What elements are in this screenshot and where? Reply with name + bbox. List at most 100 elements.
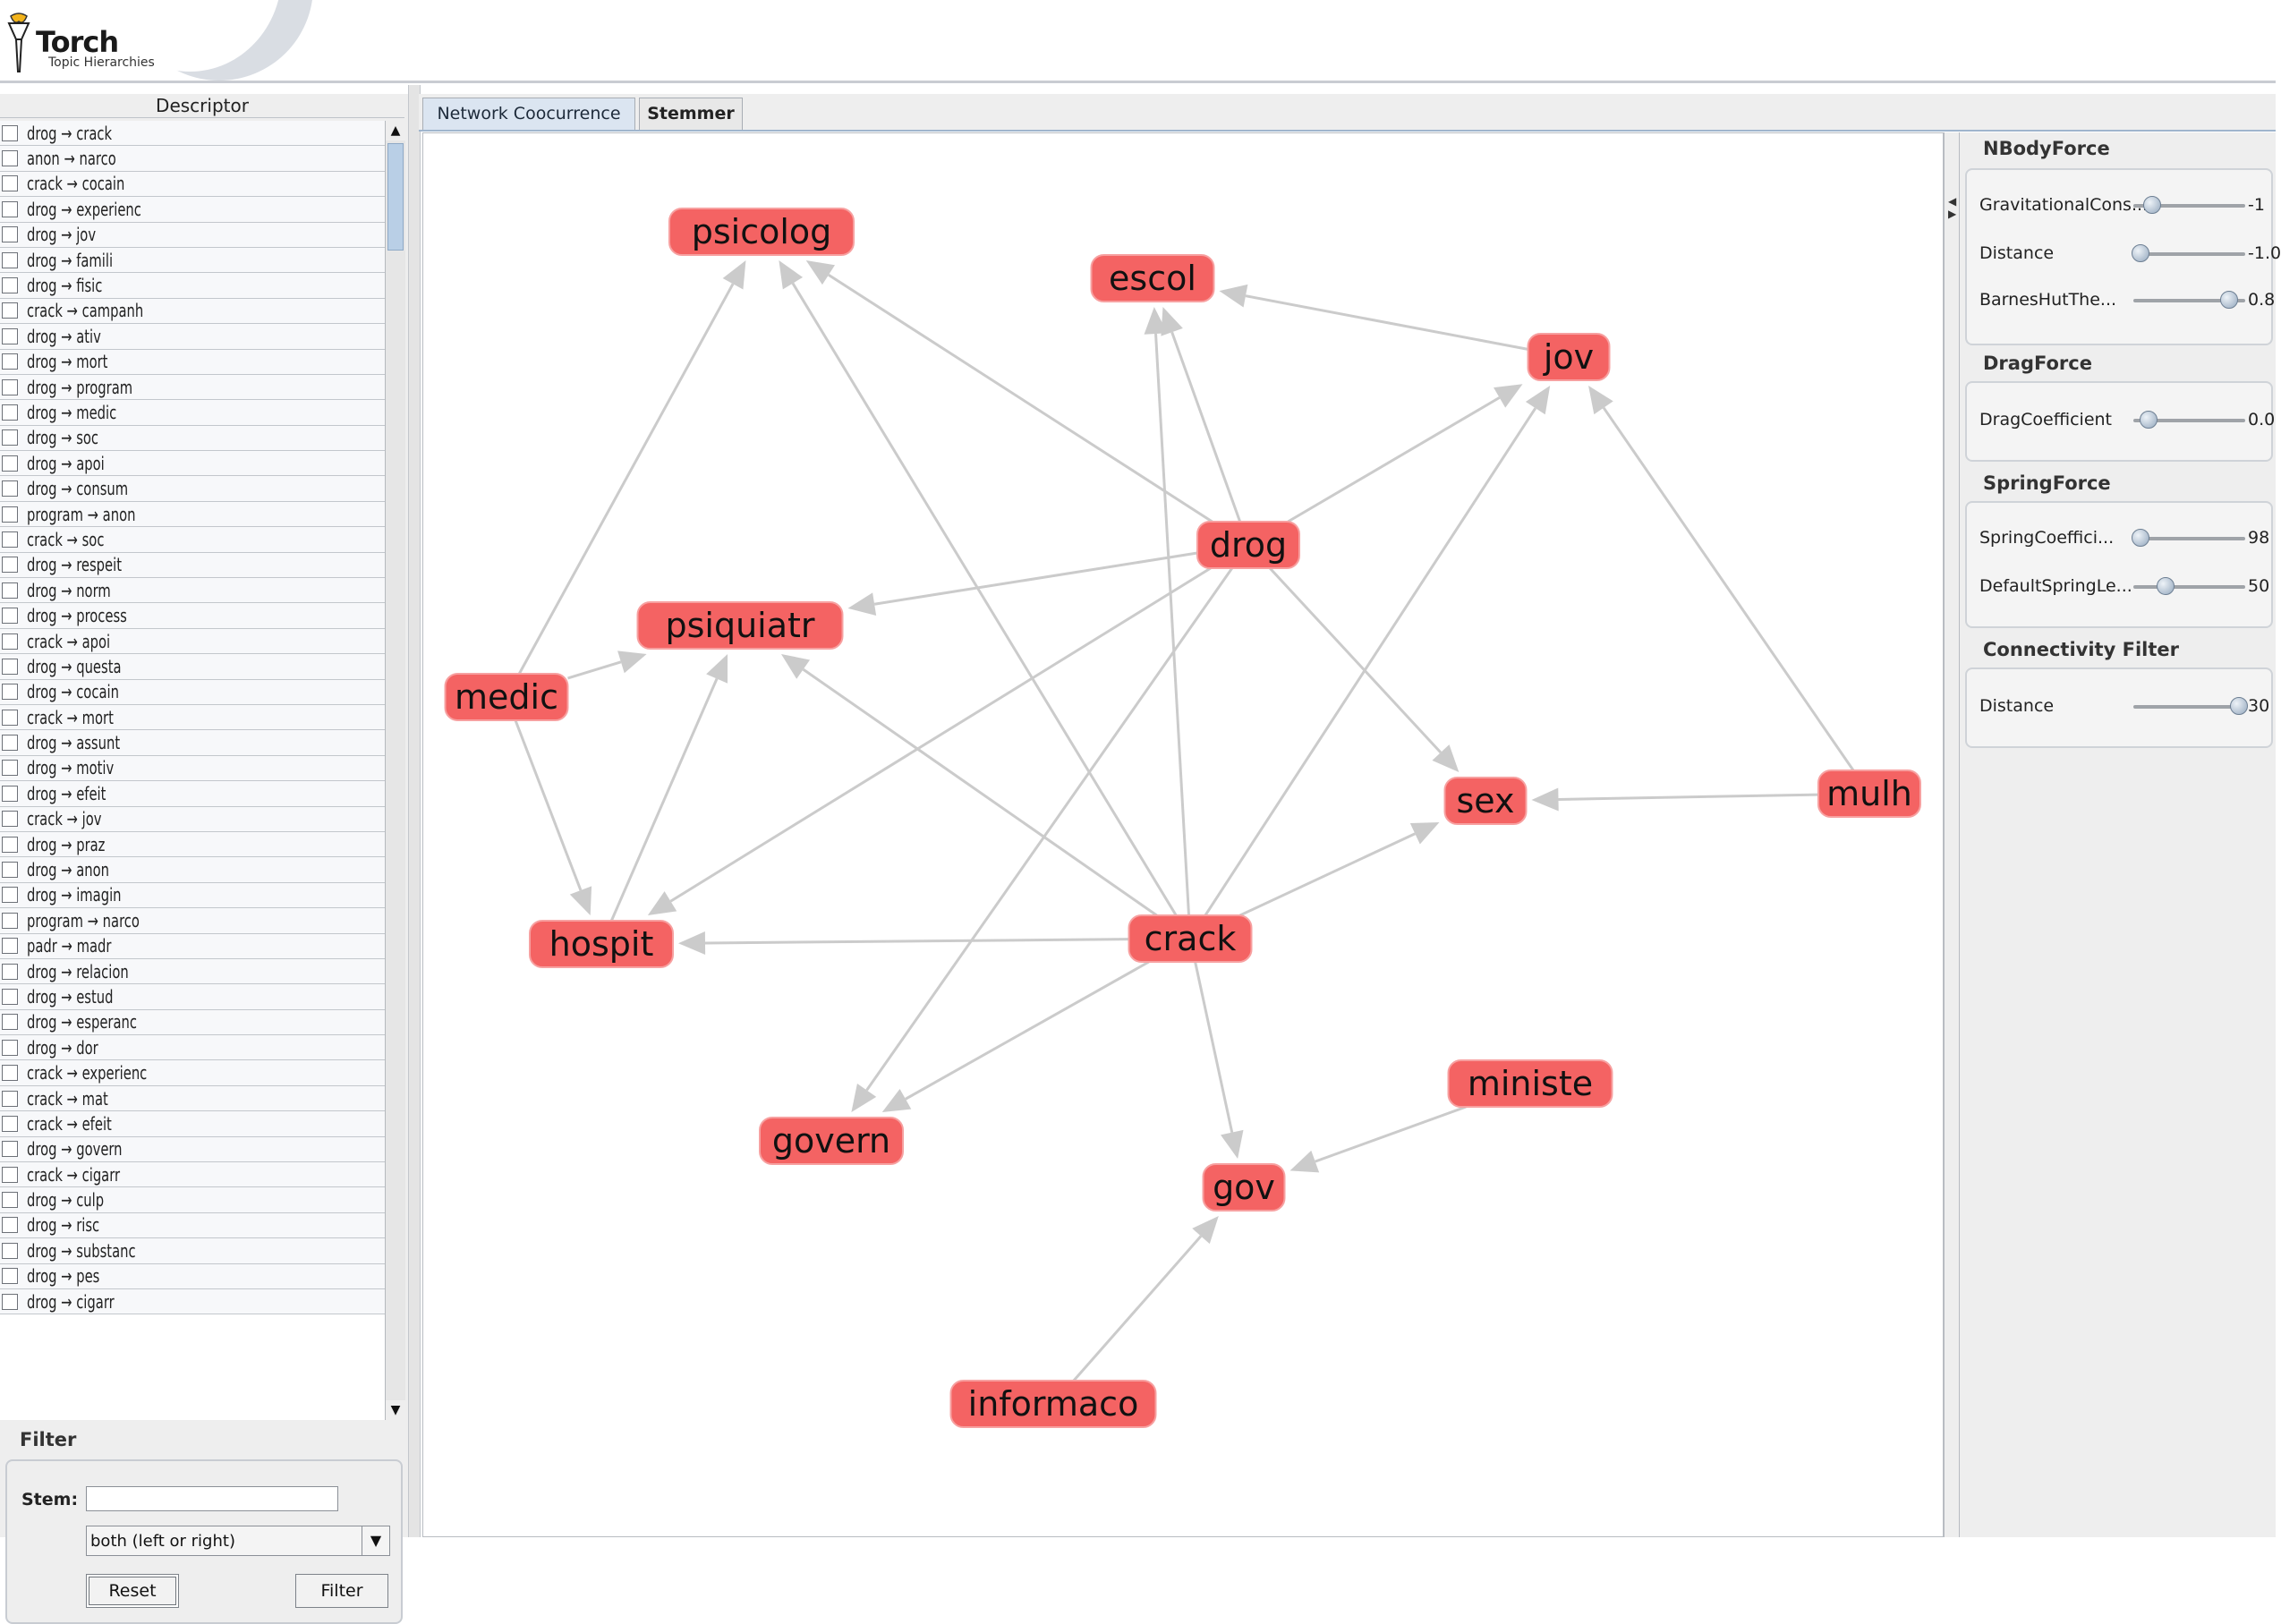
slider-knob[interactable] bbox=[2143, 196, 2162, 214]
reset-button[interactable]: Reset bbox=[86, 1574, 179, 1608]
row-checkbox[interactable] bbox=[2, 760, 18, 777]
row-checkbox[interactable] bbox=[2, 175, 18, 192]
graph-node-box[interactable] bbox=[668, 208, 855, 256]
row-checkbox[interactable] bbox=[2, 353, 18, 370]
scroll-thumb[interactable] bbox=[387, 143, 404, 251]
row-checkbox[interactable] bbox=[2, 1217, 18, 1234]
list-item[interactable]: crack → jov bbox=[0, 806, 385, 832]
list-item[interactable]: drog → imagin bbox=[0, 882, 385, 909]
row-checkbox[interactable] bbox=[2, 785, 18, 802]
list-item[interactable]: drog → jov bbox=[0, 222, 385, 248]
row-checkbox[interactable] bbox=[2, 557, 18, 574]
list-item[interactable]: drog → estud bbox=[0, 984, 385, 1010]
list-item[interactable]: crack → mort bbox=[0, 704, 385, 731]
row-checkbox[interactable] bbox=[2, 1141, 18, 1158]
slider-knob[interactable] bbox=[2139, 411, 2158, 429]
graph-node-crack[interactable]: crack bbox=[1128, 914, 1253, 963]
left-split-divider[interactable] bbox=[408, 85, 421, 1537]
list-item[interactable]: drog → norm bbox=[0, 578, 385, 604]
graph-node-box[interactable] bbox=[1817, 769, 1921, 818]
graph-node-box[interactable] bbox=[1447, 1059, 1613, 1108]
row-checkbox[interactable] bbox=[2, 429, 18, 446]
row-checkbox[interactable] bbox=[2, 404, 18, 421]
list-item[interactable]: crack → soc bbox=[0, 527, 385, 553]
graph-node-psicolog[interactable]: psicolog bbox=[668, 208, 855, 256]
list-item[interactable]: anon → narco bbox=[0, 146, 385, 172]
row-checkbox[interactable] bbox=[2, 1090, 18, 1107]
list-item[interactable]: drog → famili bbox=[0, 247, 385, 274]
list-item[interactable]: crack → apoi bbox=[0, 628, 385, 655]
list-item[interactable]: drog → respeit bbox=[0, 552, 385, 579]
side-select[interactable]: both (left or right) ▼ bbox=[86, 1526, 390, 1556]
slider-track[interactable] bbox=[2133, 705, 2245, 709]
row-checkbox[interactable] bbox=[2, 684, 18, 701]
graph-node-escol[interactable]: escol bbox=[1090, 254, 1215, 302]
slider-knob[interactable] bbox=[2220, 291, 2238, 309]
row-checkbox[interactable] bbox=[2, 378, 18, 395]
graph-node-psiquiatr[interactable]: psiquiatr bbox=[636, 601, 844, 650]
descriptor-column-header[interactable]: Descriptor bbox=[0, 94, 404, 118]
list-item[interactable]: drog → program bbox=[0, 374, 385, 401]
graph-node-box[interactable] bbox=[1202, 1163, 1286, 1212]
scroll-down-icon[interactable]: ▼ bbox=[386, 1400, 405, 1420]
row-checkbox[interactable] bbox=[2, 1268, 18, 1285]
graph-node-medic[interactable]: medic bbox=[444, 673, 569, 721]
list-item[interactable]: drog → motiv bbox=[0, 755, 385, 782]
list-item[interactable]: drog → dor bbox=[0, 1035, 385, 1061]
list-item[interactable]: drog → ativ bbox=[0, 324, 385, 350]
graph-node-box[interactable] bbox=[1128, 914, 1253, 963]
stem-input[interactable] bbox=[86, 1486, 338, 1511]
graph-node-box[interactable] bbox=[1527, 333, 1611, 381]
graph-node-mulh[interactable]: mulh bbox=[1817, 769, 1921, 818]
list-item[interactable]: drog → consum bbox=[0, 476, 385, 502]
graph-node-jov[interactable]: jov bbox=[1527, 333, 1611, 381]
list-item[interactable]: drog → assunt bbox=[0, 730, 385, 756]
row-checkbox[interactable] bbox=[2, 988, 18, 1005]
list-item[interactable]: drog → efeit bbox=[0, 781, 385, 807]
row-checkbox[interactable] bbox=[2, 327, 18, 344]
slider-track[interactable] bbox=[2133, 537, 2245, 540]
graph-node-hospit[interactable]: hospit bbox=[529, 920, 674, 968]
graph-node-box[interactable] bbox=[529, 920, 674, 968]
graph-node-box[interactable] bbox=[759, 1117, 904, 1165]
tab-stemmer[interactable]: Stemmer bbox=[639, 98, 743, 130]
graph-node-drog[interactable]: drog bbox=[1196, 521, 1300, 569]
row-checkbox[interactable] bbox=[2, 1039, 18, 1056]
list-item[interactable]: padr → madr bbox=[0, 933, 385, 959]
list-item[interactable]: crack → cocain bbox=[0, 171, 385, 198]
row-checkbox[interactable] bbox=[2, 709, 18, 726]
graph-node-gov[interactable]: gov bbox=[1202, 1163, 1286, 1212]
graph-node-box[interactable] bbox=[949, 1380, 1157, 1428]
collapse-arrow-icon[interactable]: ◀▶ bbox=[1948, 195, 1957, 220]
row-checkbox[interactable] bbox=[2, 912, 18, 929]
list-item[interactable]: drog → apoi bbox=[0, 451, 385, 477]
list-item[interactable]: drog → culp bbox=[0, 1187, 385, 1213]
list-item[interactable]: drog → process bbox=[0, 603, 385, 629]
row-checkbox[interactable] bbox=[2, 862, 18, 879]
list-item[interactable]: crack → cigarr bbox=[0, 1162, 385, 1188]
list-item[interactable]: crack → efeit bbox=[0, 1111, 385, 1137]
list-item[interactable]: drog → medic bbox=[0, 400, 385, 426]
slider-track[interactable] bbox=[2133, 419, 2245, 422]
list-item[interactable]: drog → risc bbox=[0, 1212, 385, 1239]
row-checkbox[interactable] bbox=[2, 887, 18, 904]
list-item[interactable]: drog → soc bbox=[0, 425, 385, 452]
slider-knob[interactable] bbox=[2132, 244, 2149, 262]
graph-node-informaco[interactable]: informaco bbox=[949, 1380, 1157, 1428]
scroll-up-icon[interactable]: ▲ bbox=[386, 121, 405, 140]
row-checkbox[interactable] bbox=[2, 658, 18, 675]
row-checkbox[interactable] bbox=[2, 480, 18, 497]
list-item[interactable]: drog → cocain bbox=[0, 679, 385, 705]
graph-node-ministe[interactable]: ministe bbox=[1447, 1059, 1613, 1108]
list-item[interactable]: drog → fisic bbox=[0, 273, 385, 299]
slider-track[interactable] bbox=[2133, 252, 2245, 256]
slider-track[interactable] bbox=[2133, 204, 2245, 208]
slider-knob[interactable] bbox=[2156, 577, 2175, 595]
row-checkbox[interactable] bbox=[2, 277, 18, 294]
list-item[interactable]: crack → experienc bbox=[0, 1060, 385, 1086]
row-checkbox[interactable] bbox=[2, 938, 18, 955]
list-item[interactable]: drog → experienc bbox=[0, 197, 385, 223]
slider-track[interactable] bbox=[2133, 299, 2245, 302]
